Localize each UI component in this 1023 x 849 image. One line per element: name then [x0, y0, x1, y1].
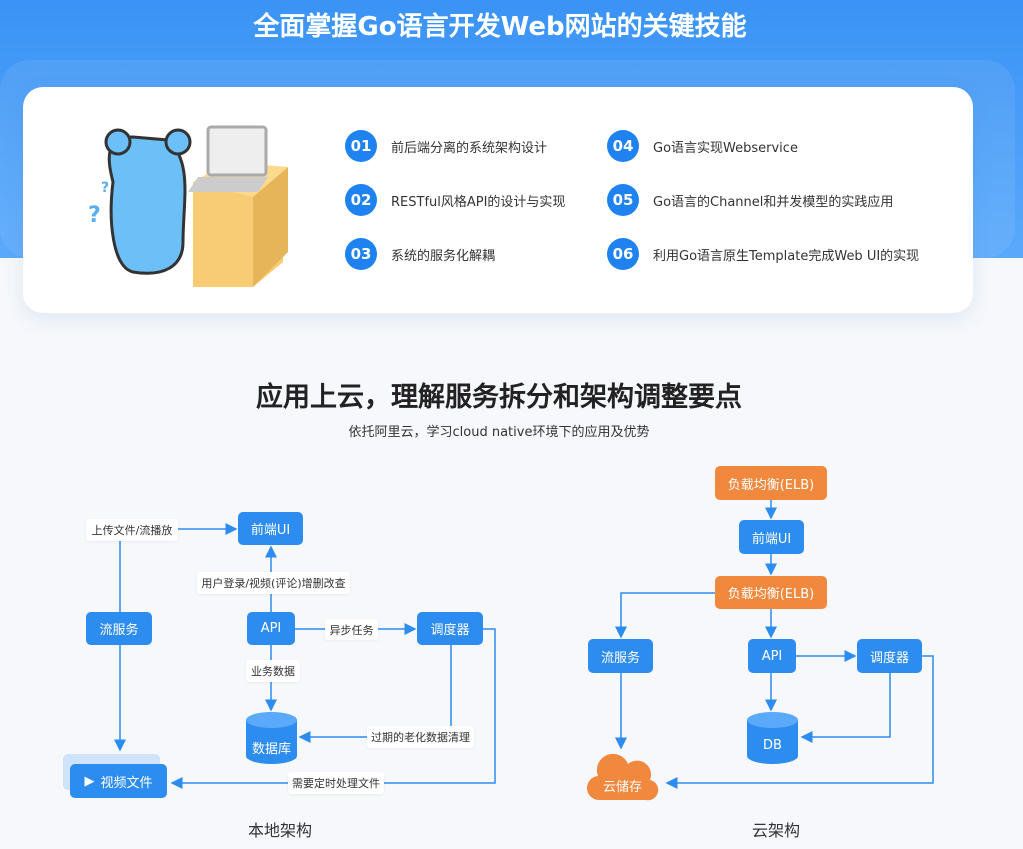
skill-text: 前后端分离的系统架构设计: [391, 140, 548, 156]
label-upload: 上传文件/流播放: [86, 519, 178, 541]
scheduler-node: 调度器: [417, 612, 483, 645]
api-node: API: [247, 612, 295, 645]
stream-service-node: 流服务: [86, 612, 152, 645]
skill-item: 06 利用Go语言原生Template完成Web UI的实现: [607, 238, 919, 270]
video-file-node: ▶视频文件: [70, 764, 167, 798]
gopher-illustration: ? ?: [88, 125, 288, 287]
skill-item: 04 Go语言实现Webservice: [607, 130, 798, 162]
cloud-caption: 云架构: [752, 821, 801, 840]
skill-item: 03 系统的服务化解耦: [345, 238, 495, 270]
frontend-node: 前端UI: [238, 512, 303, 545]
section-title: 应用上云，理解服务拆分和架构调整要点: [256, 382, 742, 413]
play-icon: ▶: [84, 773, 95, 789]
number-badge: 01: [345, 130, 377, 162]
number-badge: 03: [345, 238, 377, 270]
label-crud: 用户登录/视频(评论)增删改查: [197, 572, 350, 594]
db-node: DB: [763, 738, 782, 753]
label-async: 异步任务: [325, 619, 378, 640]
number-badge: 02: [345, 184, 377, 216]
svg-text:?: ?: [88, 203, 101, 228]
page-title: 全面掌握Go语言开发Web网站的关键技能: [253, 12, 747, 42]
elb-node: 负载均衡(ELB): [715, 466, 827, 500]
skill-item: 01 前后端分离的系统架构设计: [345, 130, 547, 162]
scheduler-node: 调度器: [857, 639, 922, 673]
cloud-storage-node: 云储存: [602, 780, 642, 795]
label-biz-data: 业务数据: [246, 660, 300, 682]
skill-text: Go语言实现Webservice: [653, 140, 798, 156]
stream-service-node: 流服务: [588, 639, 653, 673]
api-node: API: [748, 639, 796, 673]
number-badge: 05: [607, 184, 639, 216]
database-icon: [246, 712, 798, 764]
skill-text: 系统的服务化解耦: [391, 248, 496, 264]
svg-text:?: ?: [101, 180, 109, 196]
label-cleanup: 过期的老化数据清理: [367, 726, 474, 748]
number-badge: 04: [607, 130, 639, 162]
section-subtitle: 依托阿里云，学习cloud native环境下的应用及优势: [348, 425, 650, 440]
number-badge: 06: [607, 238, 639, 270]
skill-text: RESTful风格API的设计与实现: [391, 194, 566, 210]
cloud-icon: [586, 753, 659, 801]
skill-text: 利用Go语言原生Template完成Web UI的实现: [653, 248, 920, 264]
skill-text: Go语言的Channel和并发模型的实践应用: [653, 194, 894, 210]
label-timed: 需要定时处理文件: [288, 772, 384, 794]
skill-item: 05 Go语言的Channel和并发模型的实践应用: [607, 184, 893, 216]
frontend-node: 前端UI: [739, 520, 804, 554]
skill-item: 02 RESTful风格API的设计与实现: [345, 184, 565, 216]
local-caption: 本地架构: [248, 821, 313, 840]
database-node: 数据库: [251, 742, 291, 757]
elb-node: 负载均衡(ELB): [715, 576, 827, 609]
